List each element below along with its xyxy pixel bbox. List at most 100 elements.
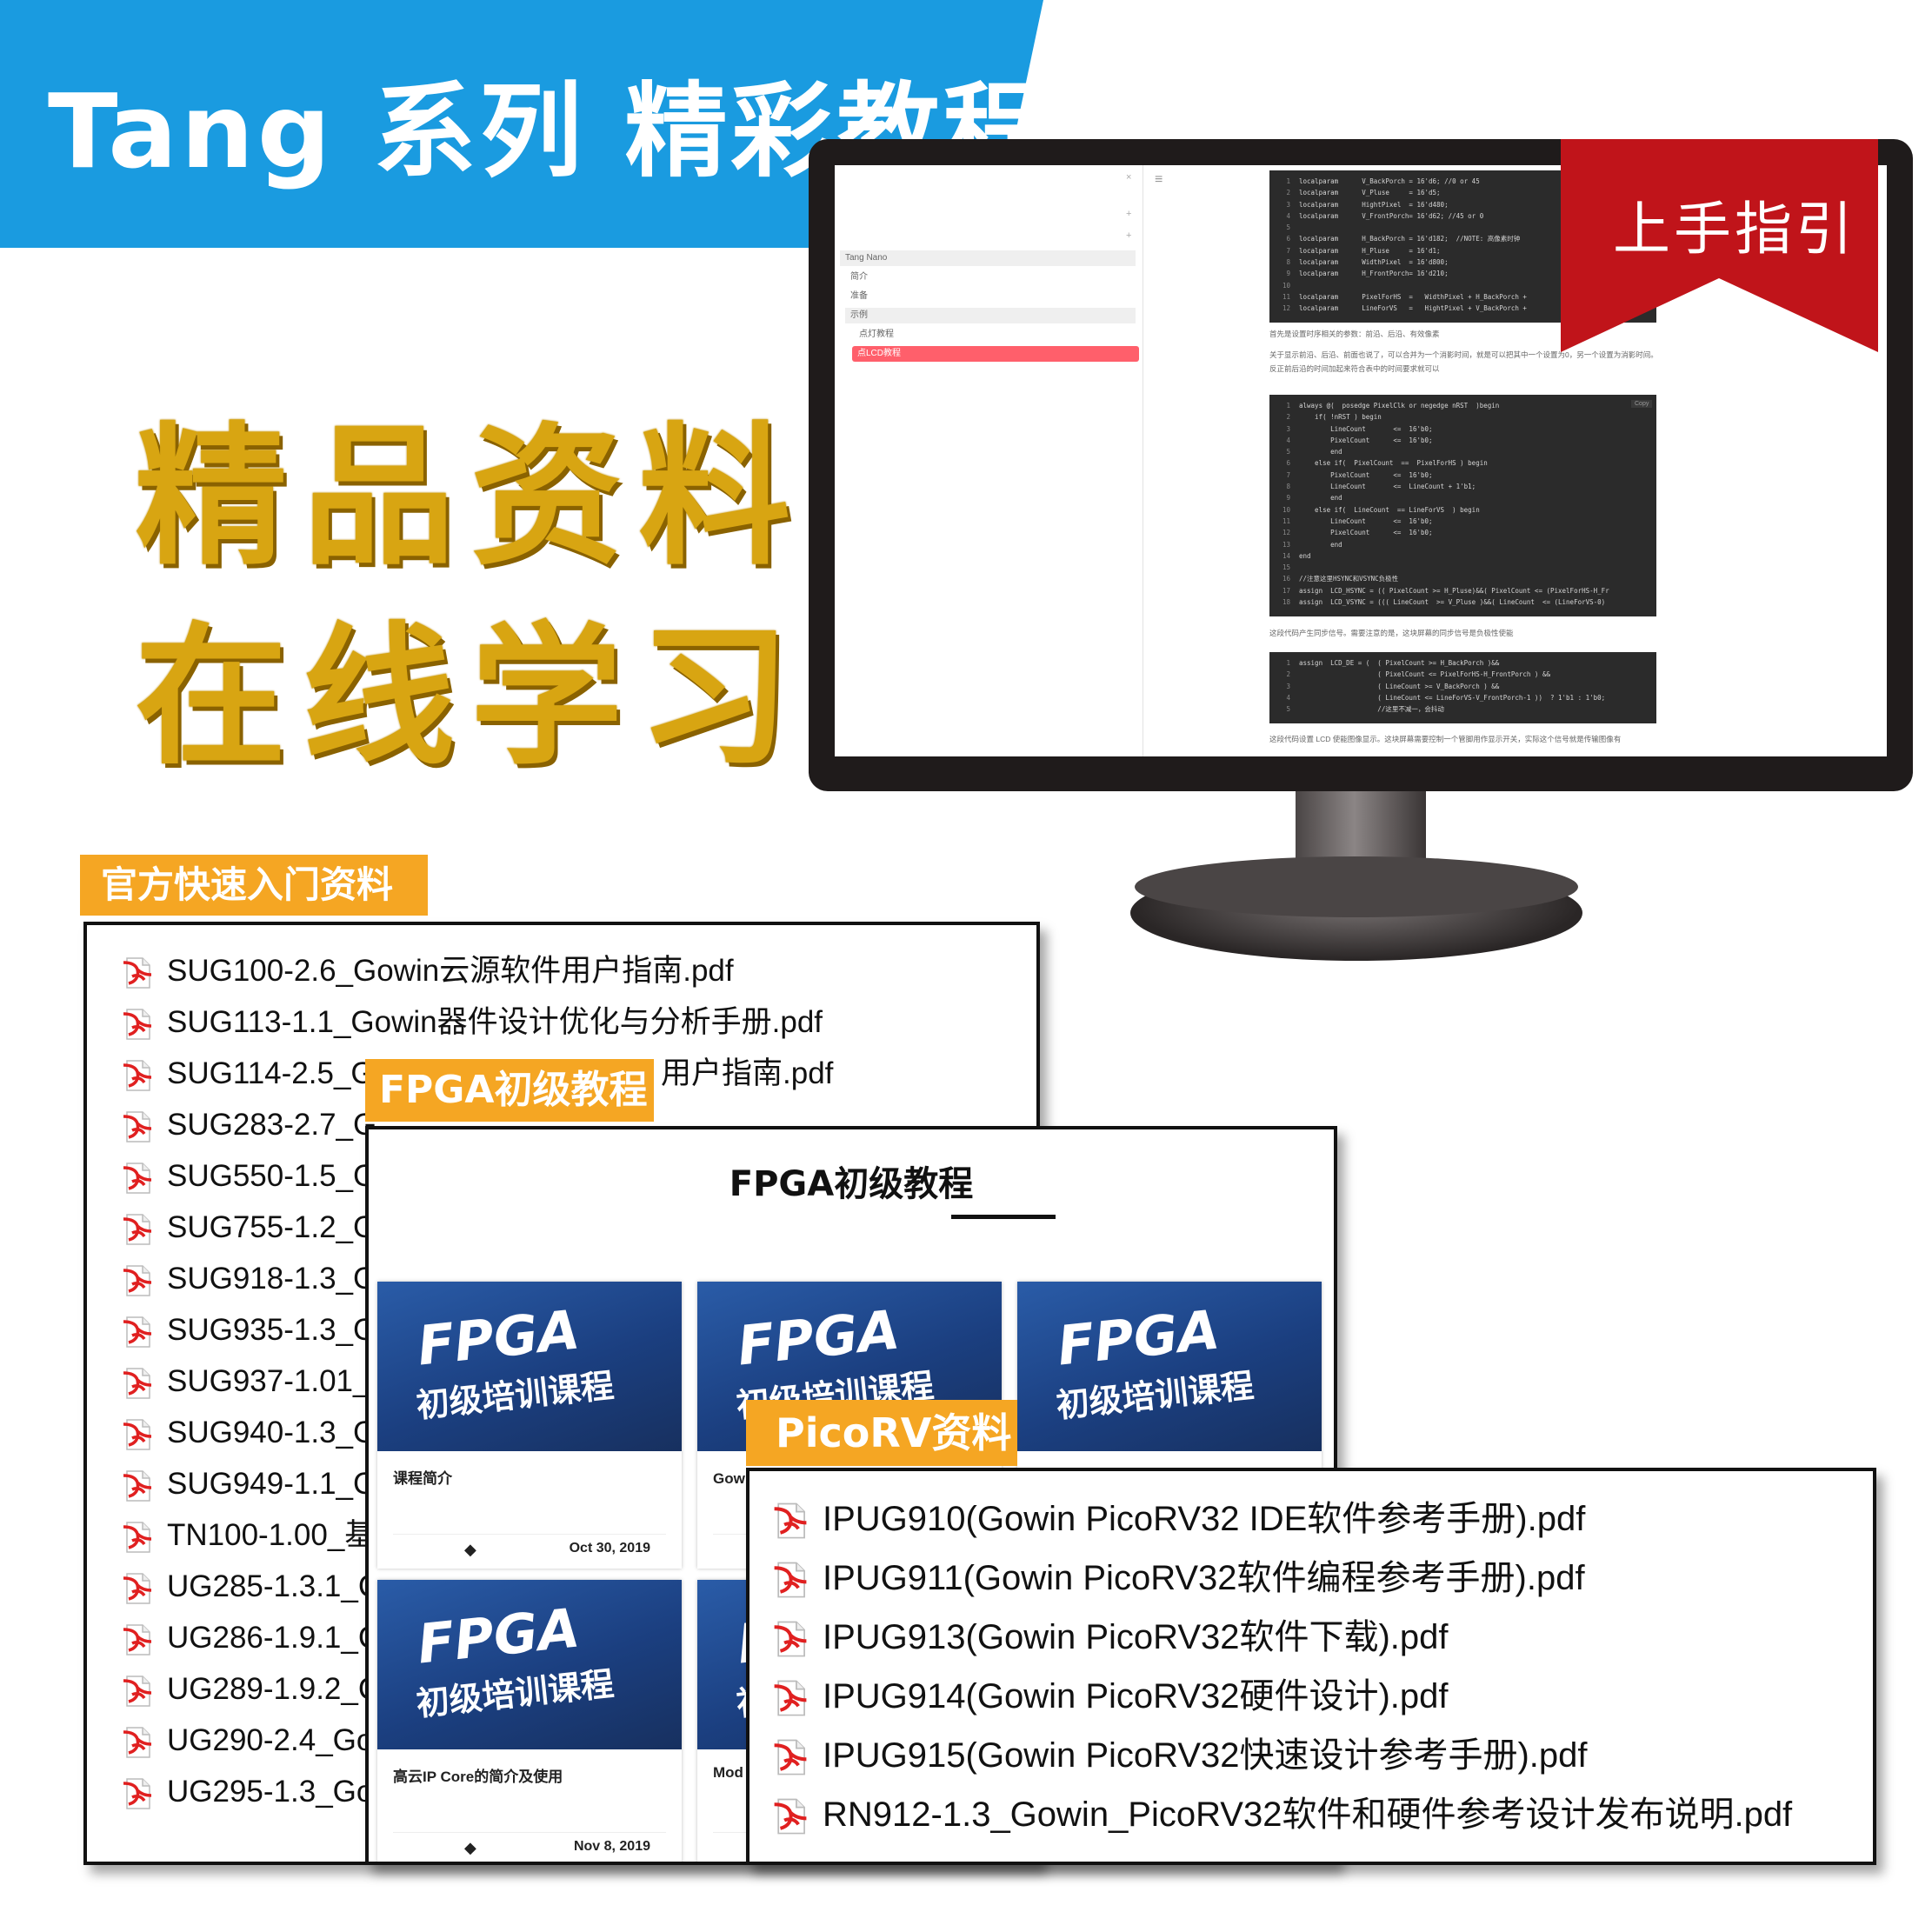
- file-name: SUG918-1.3_G: [167, 1262, 377, 1296]
- file-item[interactable]: SUG935-1.3_G: [120, 1309, 376, 1352]
- file-item[interactable]: SUG940-1.3_G: [120, 1411, 376, 1455]
- menu-icon[interactable]: ≡: [1155, 172, 1163, 187]
- slogan-line-2: 在线学习: [135, 610, 806, 786]
- file-name: SUG550-1.5_G: [167, 1159, 377, 1193]
- code-line: 10 else if( LineCount == LineForVS ) beg…: [1282, 505, 1480, 514]
- file-name: SUG937-1.01_: [167, 1364, 370, 1398]
- sidebar-item-led[interactable]: 点灯教程: [859, 330, 894, 339]
- file-name: IPUG913(Gowin PicoRV32软件下载).pdf: [823, 1618, 1449, 1656]
- file-item[interactable]: SUG550-1.5_G: [120, 1155, 376, 1198]
- code-line: 7 PixelCount <= 16'b0;: [1286, 470, 1433, 479]
- plus-icon[interactable]: +: [1126, 230, 1132, 241]
- file-item[interactable]: UG285-1.3.1_C: [120, 1565, 380, 1609]
- course-caption: Mod: [713, 1764, 743, 1781]
- pdf-icon: [123, 1573, 152, 1604]
- file-name: SUG114-2.5_G: [167, 1056, 375, 1090]
- file-item[interactable]: IPUG911(Gowin PicoRV32软件编程参考手册).pdf: [770, 1556, 1585, 1600]
- file-item[interactable]: SUG949-1.1_G: [120, 1462, 376, 1506]
- sidebar-item-lcd[interactable]: 点LCD教程: [852, 346, 1139, 362]
- slogan-line-1: 精品资料: [135, 410, 806, 586]
- file-item[interactable]: SUG113-1.1_Gowin器件设计优化与分析手册.pdf: [120, 1001, 823, 1044]
- course-date: Oct 30, 2019: [569, 1541, 650, 1556]
- code-line: 9 end: [1286, 494, 1342, 503]
- pdf-icon: [123, 1265, 152, 1296]
- card-divider: [393, 1832, 666, 1834]
- pdf-icon: [123, 1009, 152, 1040]
- file-name: IPUG911(Gowin PicoRV32软件编程参考手册).pdf: [823, 1559, 1585, 1597]
- file-item[interactable]: SUG755-1.2_G: [120, 1206, 376, 1249]
- file-item[interactable]: UG286-1.9.1_C: [120, 1616, 380, 1660]
- tag-picorv: PicoRV资料: [746, 1400, 1017, 1466]
- banner-background: [0, 0, 1043, 248]
- file-name: SUG949-1.1_G: [167, 1467, 377, 1501]
- code-line: 15: [1282, 563, 1290, 572]
- file-name: UG285-1.3.1_C: [167, 1569, 381, 1603]
- copy-button[interactable]: Copy: [1631, 400, 1653, 408]
- pdf-icon: [123, 1214, 152, 1245]
- file-item[interactable]: UG289-1.9.2_C: [120, 1668, 380, 1711]
- file-item[interactable]: IPUG910(Gowin PicoRV32 IDE软件参考手册).pdf: [770, 1497, 1585, 1541]
- file-item[interactable]: SUG100-2.6_Gowin云源软件用户指南.pdf: [120, 949, 734, 993]
- plus-icon[interactable]: +: [1126, 209, 1132, 219]
- pdf-icon: [774, 1503, 807, 1539]
- file-item[interactable]: SUG114-2.5_G: [120, 1052, 375, 1096]
- close-icon[interactable]: ×: [1126, 172, 1132, 183]
- file-name: SUG940-1.3_G: [167, 1416, 377, 1449]
- file-item[interactable]: IPUG913(Gowin PicoRV32软件下载).pdf: [770, 1616, 1449, 1659]
- code-line: 4 ( LineCount <= LineForVS-V_FrontPorch-…: [1286, 693, 1606, 702]
- monitor-base-top: [1135, 856, 1578, 917]
- pdf-icon: [123, 1624, 152, 1656]
- sidebar-item-examples[interactable]: 示例: [845, 308, 1136, 323]
- pdf-icon: [774, 1740, 807, 1775]
- file-item[interactable]: IPUG914(Gowin PicoRV32硬件设计).pdf: [770, 1675, 1449, 1718]
- code-line: 13 end: [1282, 540, 1342, 549]
- file-item[interactable]: RN912-1.3_Gowin_PicoRV32软件和硬件参考设计发布说明.pd…: [770, 1793, 1792, 1836]
- file-item[interactable]: UG295-1.3_Go: [120, 1770, 373, 1814]
- pdf-icon: [774, 1681, 807, 1716]
- pdf-icon: [123, 1316, 152, 1348]
- tutorial-sidebar: × + + Tang Nano 简介 准备 示例 点灯教程 点LCD教程: [835, 165, 1143, 756]
- code-line: 5: [1286, 223, 1290, 232]
- course-caption: 课程简介: [393, 1470, 452, 1487]
- pdf-icon: [123, 1060, 152, 1091]
- file-item[interactable]: SUG937-1.01_: [120, 1360, 370, 1403]
- file-item[interactable]: UG290-2.4_Go: [120, 1719, 373, 1762]
- pdf-icon: [123, 1522, 152, 1553]
- pdf-icon: [123, 1470, 152, 1502]
- eye-icon: ◆: [464, 1839, 476, 1856]
- file-name: UG295-1.3_Go: [167, 1775, 374, 1809]
- sidebar-item-intro[interactable]: 简介: [850, 272, 868, 282]
- ribbon-badge: [1561, 139, 1878, 352]
- code-line: 8 LineCount <= LineCount + 1'b1;: [1286, 483, 1476, 491]
- file-name: SUG755-1.2_G: [167, 1210, 377, 1244]
- file-item[interactable]: IPUG915(Gowin PicoRV32快速设计参考手册).pdf: [770, 1734, 1588, 1777]
- file-name: IPUG910(Gowin PicoRV32 IDE软件参考手册).pdf: [823, 1500, 1586, 1538]
- pdf-icon: [123, 1778, 152, 1809]
- file-item[interactable]: SUG283-2.7_G: [120, 1103, 376, 1147]
- file-item[interactable]: SUG918-1.3_G: [120, 1257, 376, 1301]
- sidebar-item-prepare[interactable]: 准备: [850, 291, 868, 301]
- pdf-icon: [123, 957, 152, 989]
- code-line: 2 ( PixelCount <= PixelForHS-H_FrontPorc…: [1286, 670, 1550, 679]
- code-line: 2 if( !nRST ) begin: [1286, 413, 1382, 422]
- course-date: Nov 8, 2019: [573, 1839, 650, 1854]
- file-item[interactable]: TN100-1.00_基: [120, 1514, 375, 1557]
- sidebar-item-tang-nano[interactable]: Tang Nano: [840, 250, 1136, 266]
- paragraph: 关于显示前沿、后沿、前面也说了，可以合并为一个消影时间，就是可以把其中一个设置为…: [1269, 350, 1658, 373]
